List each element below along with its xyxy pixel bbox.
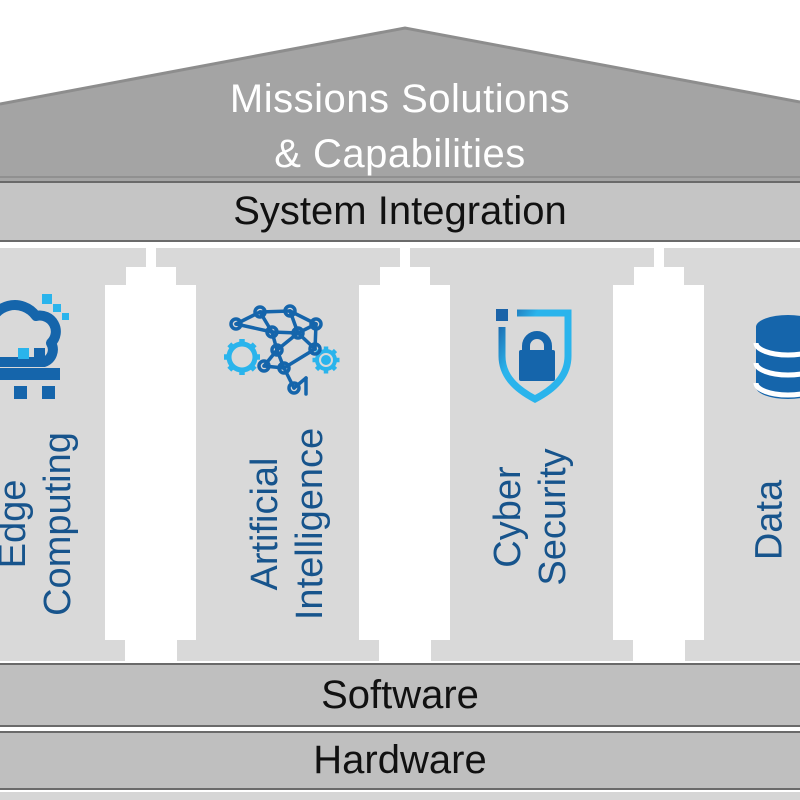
roof-title-line-2: & Capabilities [274,132,526,176]
roof-title: Missions Solutions & Capabilities [0,72,800,182]
band-software-label: Software [321,672,479,717]
pillar-stem [653,242,664,267]
data-database-icon [753,315,800,399]
column-label-line: Intelligence [289,427,331,621]
column-label-line: Edge [0,479,34,569]
edge-computing-cloud-icon [0,294,69,399]
band-hardware: Hardware [0,731,800,790]
pillar-foot [632,640,685,663]
pillar-foot [378,640,431,663]
column-label-line: Security [532,448,574,586]
bottom-strip [0,792,800,800]
column-pillar [613,242,704,663]
pillar-capital [125,267,176,285]
band-hardware-label: Hardware [313,738,487,782]
column-label-data: Data [748,480,793,560]
pillar-shaft [359,285,450,640]
column-label-line: Computing [37,432,79,616]
pillar-stem [399,242,410,267]
cyber-security-shield-lock-icon [496,309,572,403]
band-system-integration-label: System Integration [233,189,567,233]
column-label-edge-computing: Edge Computing [0,432,81,616]
pillar-foot [124,640,177,663]
column-label-cyber-security: Cyber Security [486,448,576,585]
pillar-shaft [613,285,704,640]
pillar-capital [633,267,684,285]
column-label-line: Artificial [244,457,286,591]
pillar-stem [145,242,156,267]
pillar-shaft [105,285,196,640]
column-pillar [359,242,450,663]
column-label-line: Data [748,479,791,561]
band-software: Software [0,663,800,727]
artificial-intelligence-brain-icon [224,304,340,396]
column-pillar [105,242,196,663]
band-system-integration: System Integration [0,181,800,242]
roof-pediment [0,26,800,181]
column-label-line: Cyber [487,466,529,568]
roof-title-line-1: Missions Solutions [229,77,571,121]
pillar-capital [379,267,430,285]
column-label-artificial-intelligence: Artificial Intelligence [243,428,333,620]
